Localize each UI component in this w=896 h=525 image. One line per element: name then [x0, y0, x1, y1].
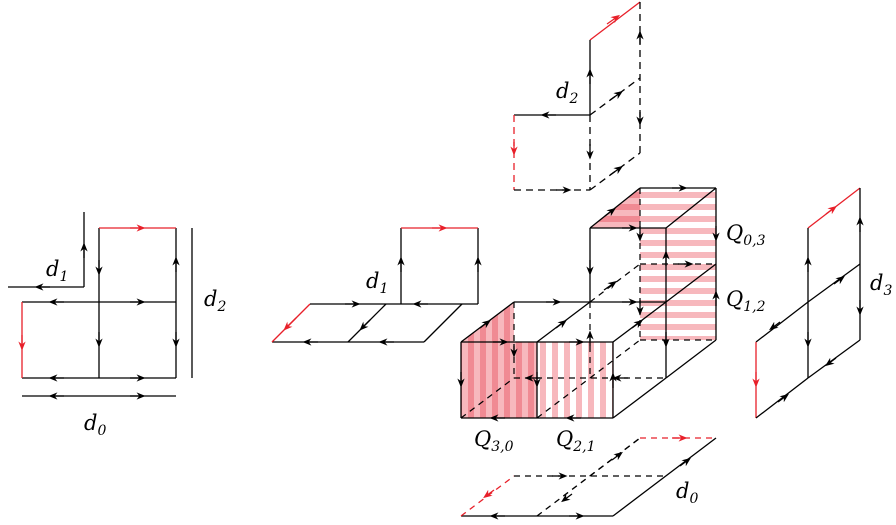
d0-surface-bottom	[460, 434, 717, 520]
label-q30: Q3,0	[474, 427, 514, 455]
cube-structure	[457, 184, 720, 422]
q12-face	[640, 264, 716, 340]
label-bottom-d0: d0	[676, 479, 698, 507]
d3-surface	[752, 187, 864, 419]
q30-face	[461, 342, 537, 418]
q21-face	[537, 342, 613, 418]
label-top-d2: d2	[556, 79, 578, 107]
label-q12: Q1,2	[726, 287, 766, 315]
label-left-d1: d1	[46, 257, 68, 285]
d1-surface	[271, 224, 482, 346]
label-left-d0: d0	[84, 411, 106, 439]
q03-face	[640, 188, 716, 264]
label-q03: Q0,3	[726, 221, 766, 249]
label-right-d3: d3	[870, 271, 892, 299]
label-mid-d1: d1	[366, 269, 388, 297]
left-grid	[8, 212, 193, 400]
label-left-d2: d2	[204, 287, 226, 315]
d2-surface-top	[510, 1, 644, 194]
label-q21: Q2,1	[556, 427, 595, 455]
